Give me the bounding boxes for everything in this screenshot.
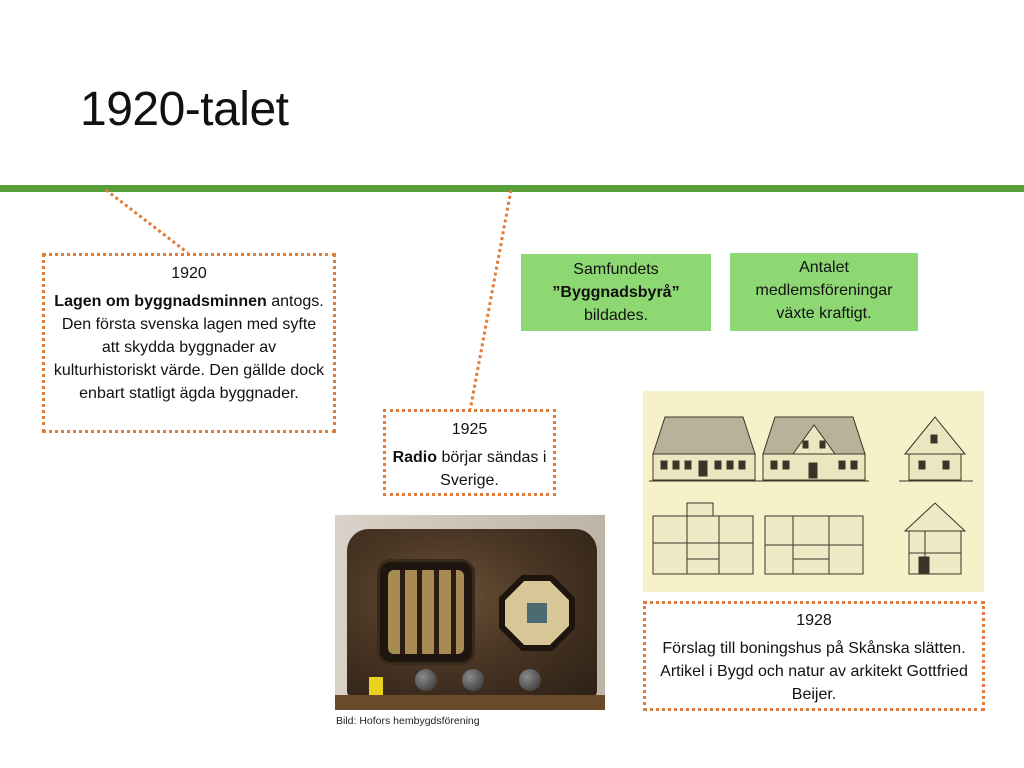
house-drawings-image xyxy=(643,391,984,592)
radio-image xyxy=(335,515,605,710)
event-text: antogs. Den första svenska lagen med syf… xyxy=(53,293,325,402)
event-box-1925: 1925 Radio börjar sändas i Sverige. xyxy=(383,409,556,496)
event-box-1928: 1928 Förslag till boningshus på Skånska … xyxy=(643,601,985,711)
note-line: bildades. xyxy=(583,307,649,324)
event-text: börjar sändas i Sverige. xyxy=(437,449,547,489)
event-year: 1928 xyxy=(796,612,832,629)
timeline-bar xyxy=(0,185,1024,192)
connector-1920 xyxy=(105,188,189,255)
event-description: Förslag till boningshus på Skånska slätt… xyxy=(660,640,968,703)
event-year: 1920 xyxy=(171,265,207,282)
connector-1925 xyxy=(468,189,513,412)
note-medlemsforeningar: Antalet medlemsföreningar växte kraftigt… xyxy=(730,253,918,331)
image-caption: Bild: Hofors hembygdsförening xyxy=(336,715,480,727)
event-box-1920: 1920 Lagen om byggnadsminnen antogs. Den… xyxy=(42,253,336,433)
event-bold-text: Lagen om byggnadsminnen xyxy=(54,293,267,310)
note-byggnadsbyra: Samfundets ”Byggnadsbyrå” bildades. xyxy=(521,254,711,331)
event-description: Lagen om byggnadsminnen antogs. Den förs… xyxy=(53,290,325,405)
note-line-bold: ”Byggnadsbyrå” xyxy=(552,284,680,301)
note-text: Antalet medlemsföreningar växte kraftigt… xyxy=(755,259,893,322)
slide-title: 1920-talet xyxy=(80,83,289,136)
event-description: Radio börjar sändas i Sverige. xyxy=(392,446,547,492)
event-bold-text: Radio xyxy=(392,449,438,466)
event-year: 1925 xyxy=(451,421,488,438)
note-line: Samfundets xyxy=(573,261,659,278)
